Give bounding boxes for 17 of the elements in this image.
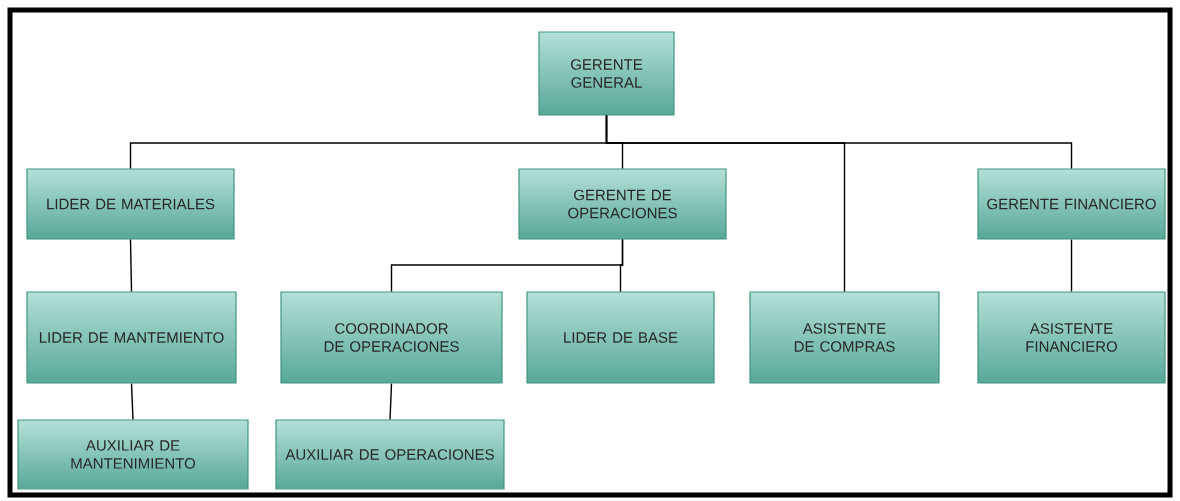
- org-box: ASISTENTE FINANCIERO: [977, 291, 1166, 384]
- connector-line: [130, 382, 134, 421]
- org-box: GERENTE FINANCIERO: [977, 168, 1166, 240]
- connector-line: [619, 238, 624, 293]
- connector-line: [389, 382, 393, 421]
- connector-line: [605, 114, 1073, 170]
- org-box: ASISTENTE DE COMPRAS: [749, 291, 940, 384]
- org-box: GERENTE GENERAL: [538, 31, 675, 116]
- org-box: COORDINADOR DE OPERACIONES: [280, 291, 503, 384]
- org-box: LIDER DE MATERIALES: [26, 168, 235, 240]
- org-box: AUXILIAR DE OPERACIONES: [275, 419, 505, 490]
- org-box: LIDER DE MANTEMIENTO: [26, 291, 237, 384]
- connector-line: [129, 238, 133, 293]
- connector-line: [1070, 238, 1073, 293]
- org-box: LIDER DE BASE: [526, 291, 715, 384]
- org-box: GERENTE DE OPERACIONES: [518, 168, 727, 240]
- org-box: AUXILIAR DE MANTENIMIENTO: [17, 419, 249, 490]
